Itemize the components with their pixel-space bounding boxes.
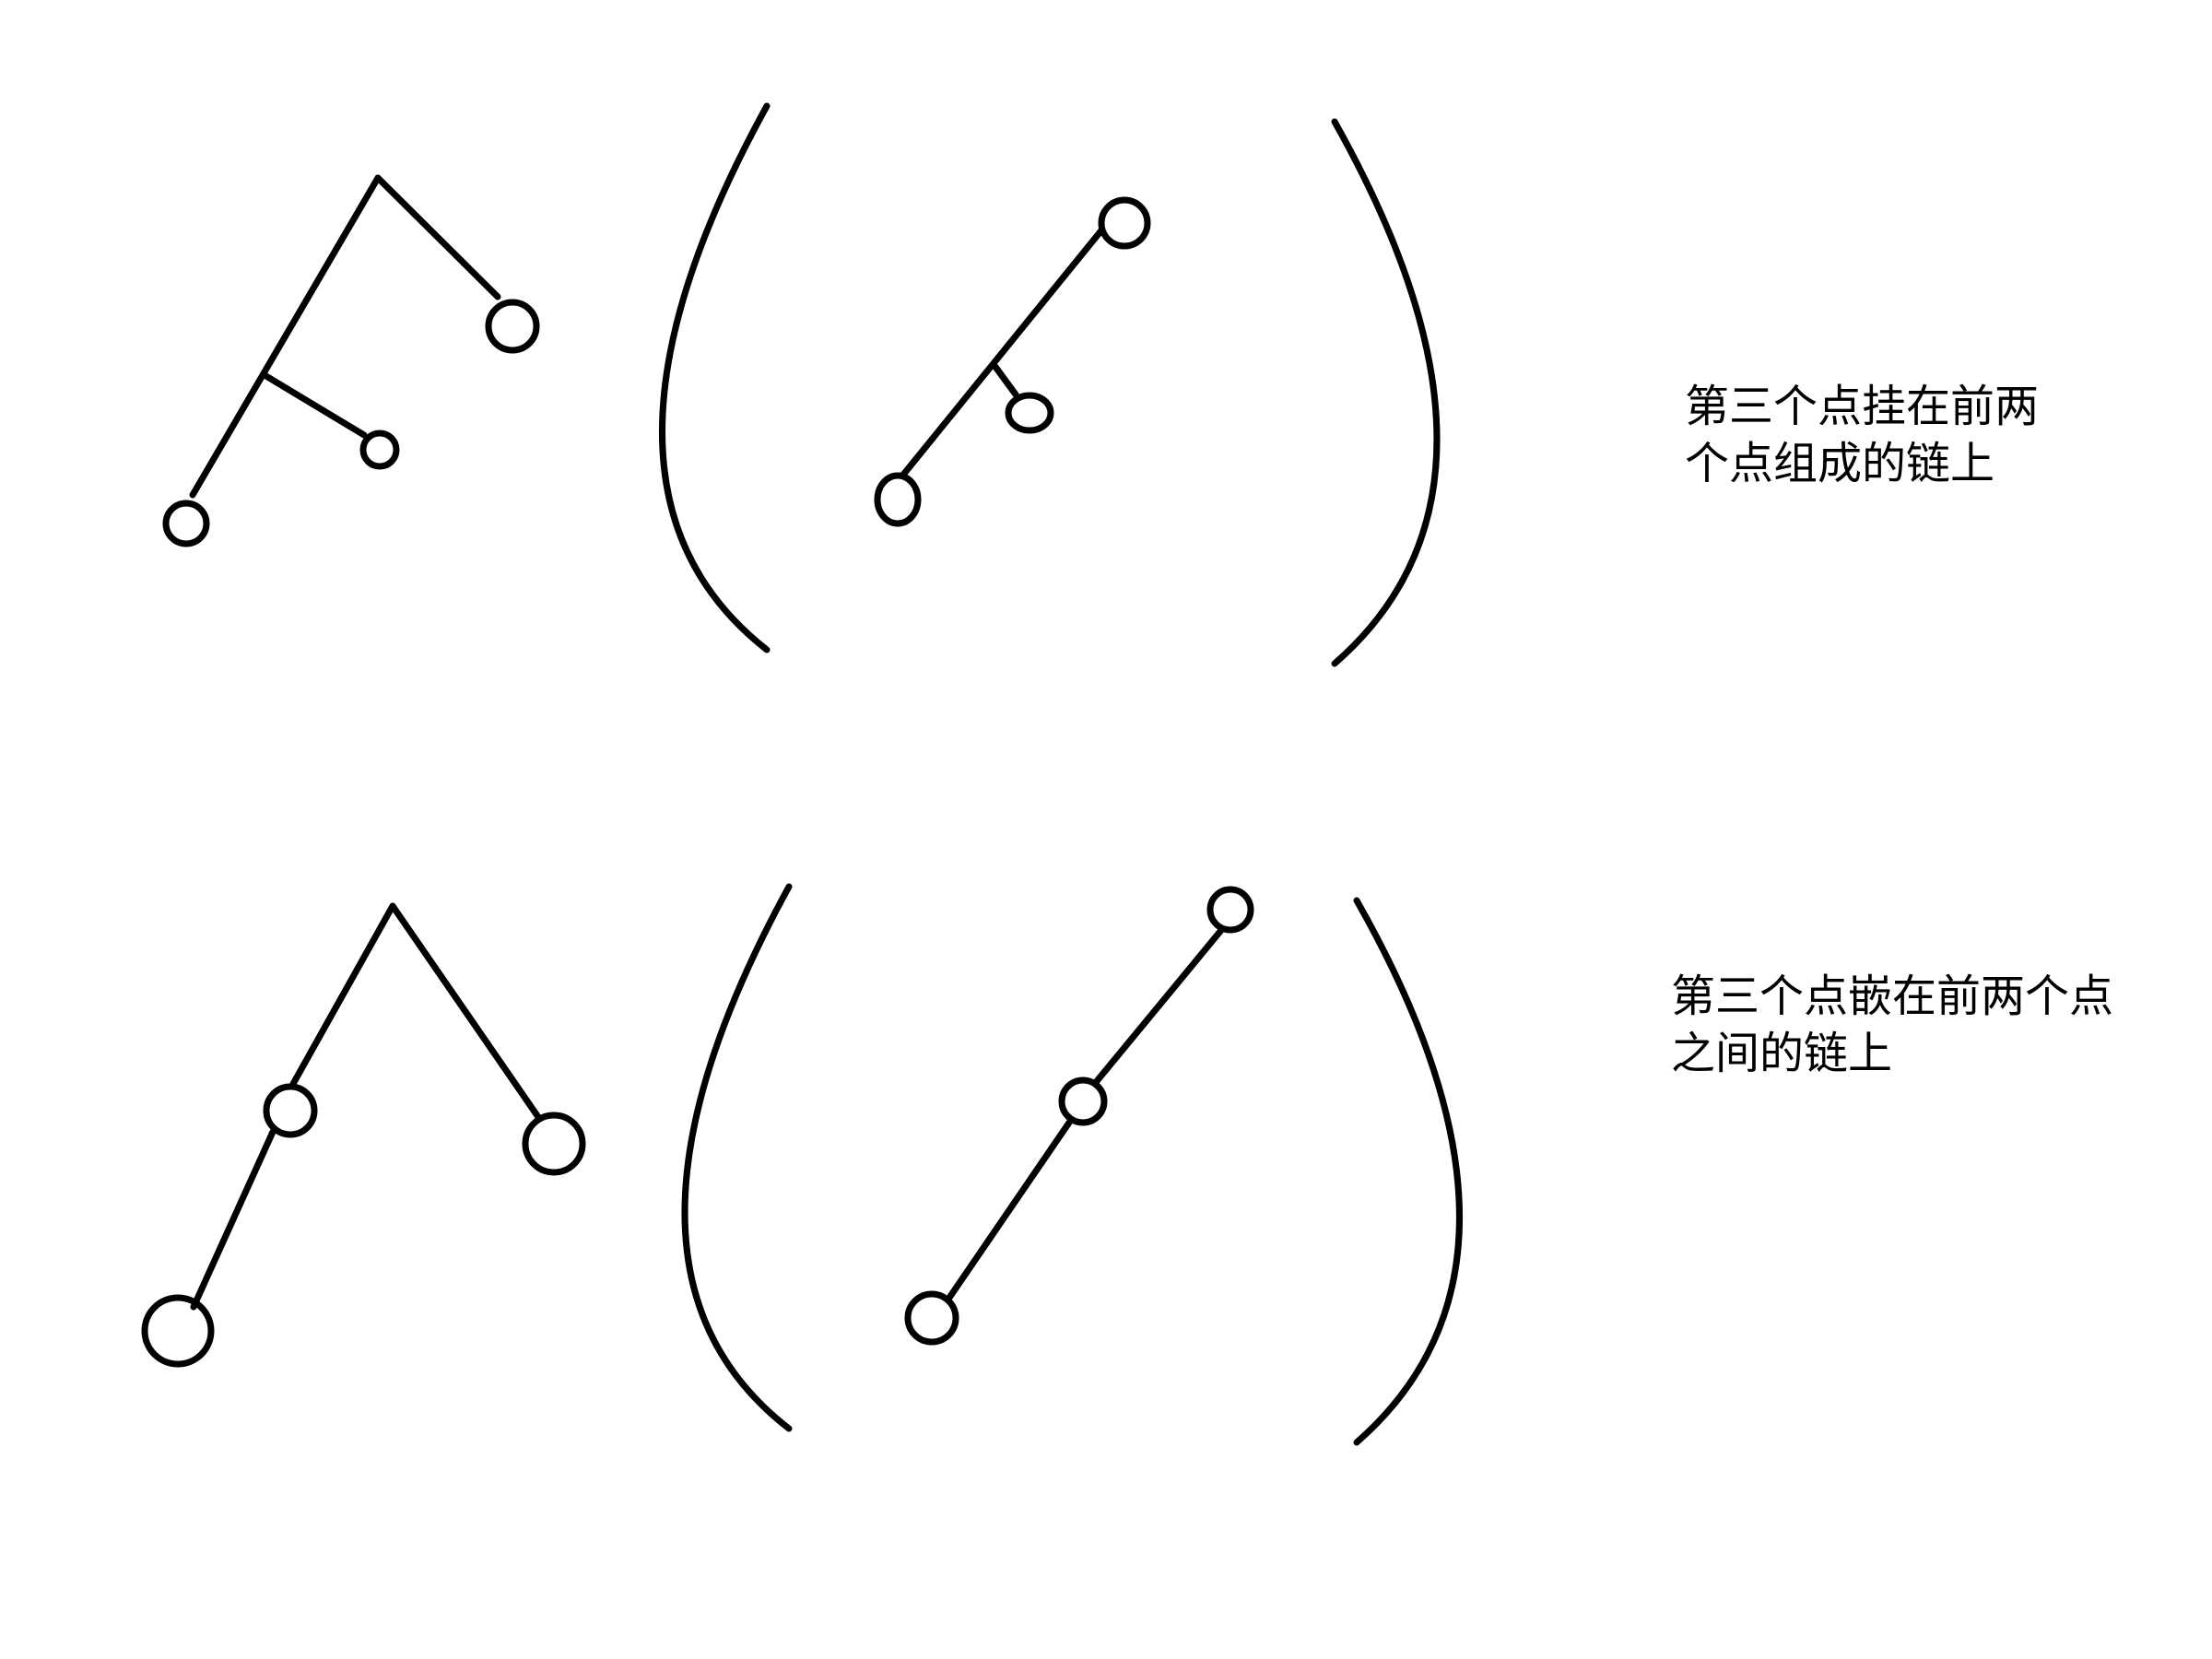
left-bracket-top [659, 102, 771, 653]
top-middle-chain [874, 196, 1151, 527]
caption-hanging-line1: 第三个点挂在前两 [1685, 381, 2040, 432]
tree-branch-main [189, 174, 382, 499]
chain-line-lower [946, 1119, 1073, 1301]
chain-line-upper [1093, 925, 1226, 1085]
caption-embedded-line2: 之间的链上 [1671, 1028, 1893, 1079]
chain-hanging-stub [992, 363, 1019, 398]
caption-hanging: 第三个点挂在前两 个点组成的链上 [1685, 378, 2039, 492]
chain-node-bottom [874, 472, 922, 527]
tree-branch-hanging [261, 371, 368, 439]
caption-embedded-line1: 第三个点嵌在前两个点 [1671, 971, 2114, 1022]
bottom-left-tree [141, 902, 586, 1368]
tree-node-bottom [141, 1294, 215, 1368]
tree-node-embedded [263, 1083, 318, 1138]
tree-node-leaf-bottom [162, 500, 210, 547]
tree-branch-left-upper [289, 902, 396, 1088]
tree-node-leaf-right [485, 299, 540, 354]
top-left-tree [162, 174, 540, 547]
left-bracket-bottom [681, 883, 793, 1432]
caption-hanging-line2: 个点组成的链上 [1685, 438, 1995, 489]
caption-embedded: 第三个点嵌在前两个点 之间的链上 [1671, 968, 2113, 1082]
right-bracket-top [1331, 118, 1441, 667]
chain-node-top [1206, 886, 1254, 934]
tree-branch-right [374, 174, 501, 300]
tree-node-hanging [359, 429, 400, 470]
tree-node-right [522, 1112, 586, 1176]
chain-line [900, 227, 1105, 478]
bottom-middle-chain [904, 886, 1254, 1346]
chain-node-hanging [1005, 392, 1054, 434]
chain-node-embedded [1058, 1077, 1108, 1126]
tree-branch-right [389, 902, 542, 1121]
chain-node-top [1098, 196, 1151, 250]
right-bracket-bottom [1353, 897, 1463, 1446]
chain-node-bottom [904, 1290, 959, 1346]
tree-branch-left-lower [190, 1128, 276, 1311]
